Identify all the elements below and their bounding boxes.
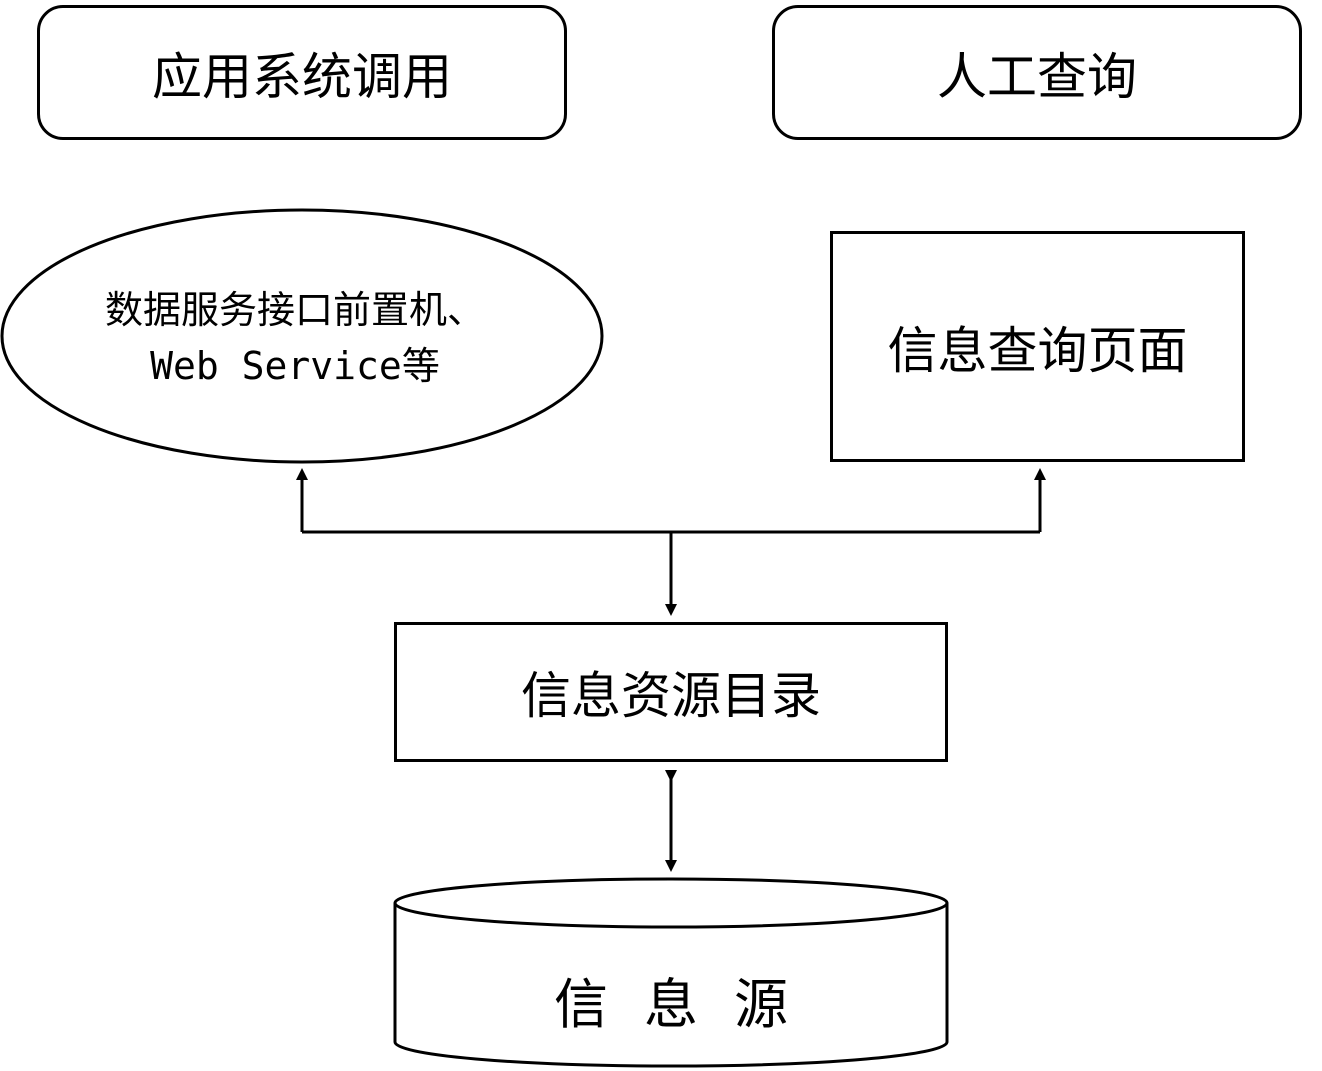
query-page-label: 信息查询页面 — [887, 321, 1188, 380]
manual-query-label: 人工查询 — [937, 47, 1137, 106]
web-service-label: Web Service — [150, 344, 402, 388]
resource-catalog-label: 信息资源目录 — [521, 667, 821, 725]
interface-label-line2: Web Service等 — [40, 338, 550, 394]
info-source-cylinder-shape — [393, 877, 949, 1068]
interface-ellipse-shape — [0, 208, 604, 464]
resource-catalog-box: 信息资源目录 — [394, 622, 948, 762]
interface-label-line1: 数据服务接口前置机、 — [104, 288, 485, 332]
interface-label-suffix: 等 — [401, 344, 440, 388]
interface-ellipse: 数据服务接口前置机、 Web Service等 — [40, 282, 550, 394]
manual-query-box: 人工查询 — [772, 5, 1302, 140]
info-source-label: 信息源 — [554, 973, 824, 1036]
app-call-box: 应用系统调用 — [37, 5, 567, 140]
query-page-box: 信息查询页面 — [830, 231, 1245, 462]
app-call-label: 应用系统调用 — [152, 47, 452, 106]
